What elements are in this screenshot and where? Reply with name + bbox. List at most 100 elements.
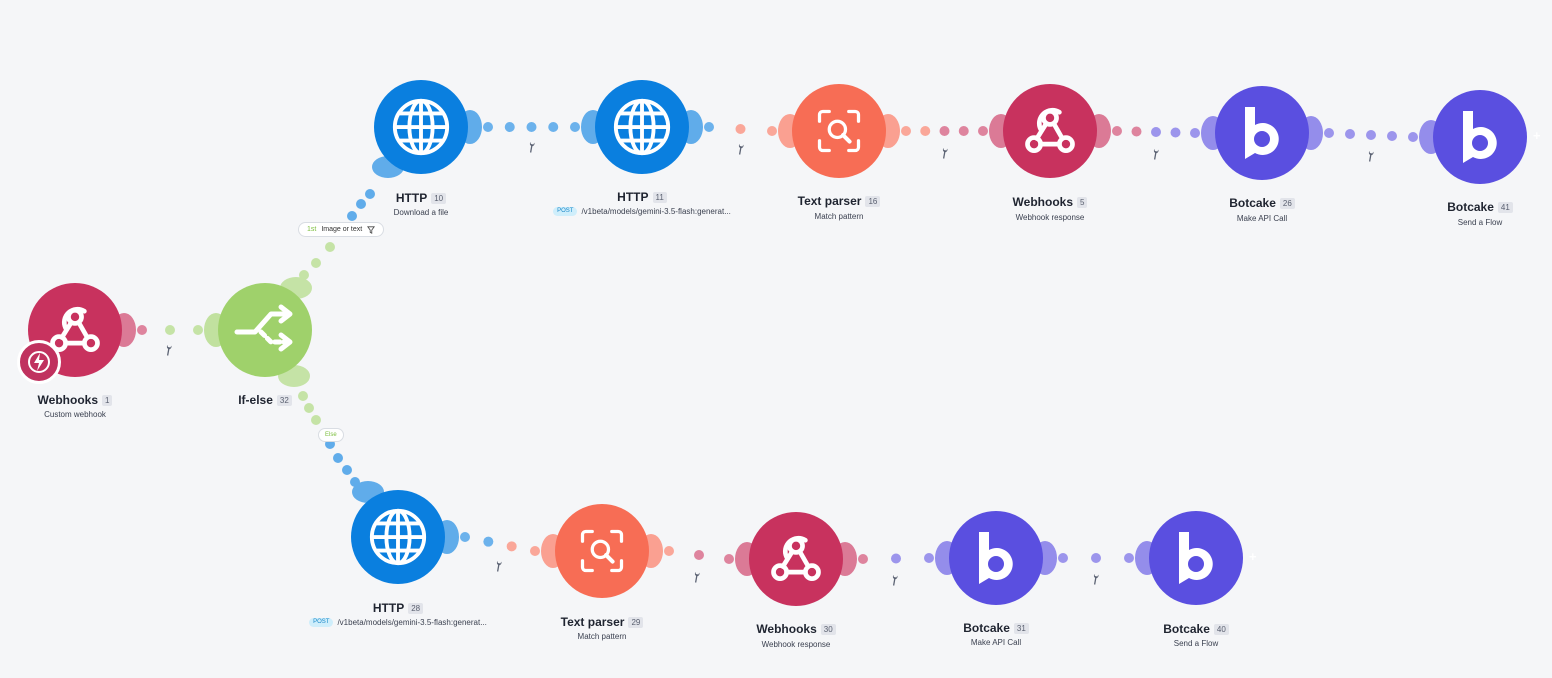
module-app-name: Text parser bbox=[797, 194, 862, 208]
webhook-icon bbox=[1020, 101, 1080, 161]
connector-dot bbox=[978, 126, 988, 136]
webhook-icon bbox=[45, 300, 105, 360]
connector-dot bbox=[735, 124, 746, 134]
connector-dot bbox=[958, 126, 969, 136]
module-action-text: Download a file bbox=[393, 208, 449, 217]
module-action-text: Custom webhook bbox=[44, 410, 106, 419]
connector-dot bbox=[299, 270, 309, 280]
module-action: Match pattern bbox=[719, 212, 959, 221]
module-action-text: Match pattern bbox=[577, 632, 627, 641]
funnel-icon bbox=[367, 225, 376, 234]
wrench-icon[interactable] bbox=[733, 141, 750, 159]
botcake-icon bbox=[969, 528, 1023, 588]
module-id-badge: 29 bbox=[628, 616, 644, 628]
module-action: Download a file bbox=[301, 208, 541, 217]
else-route-label[interactable]: Else bbox=[318, 428, 344, 442]
connector-dot bbox=[165, 325, 175, 335]
add-module-button[interactable]: + bbox=[1533, 128, 1541, 143]
module-action: Custom webhook bbox=[0, 410, 195, 419]
connector-dot bbox=[1058, 553, 1068, 563]
connector-dot bbox=[365, 189, 375, 199]
text-parser-icon bbox=[576, 525, 628, 577]
connector-dot bbox=[704, 122, 714, 132]
connector-dot bbox=[342, 465, 352, 475]
webhook-icon bbox=[766, 529, 826, 589]
module-circle[interactable] bbox=[218, 283, 312, 377]
wrench-icon[interactable] bbox=[887, 572, 904, 590]
module-action: POST/v1beta/models/gemini-3.5-flash:gene… bbox=[522, 207, 762, 216]
module-id-badge: 40 bbox=[1213, 623, 1229, 635]
connector-dot bbox=[311, 415, 321, 425]
connector-dot bbox=[356, 199, 366, 209]
connector-dot bbox=[570, 122, 580, 132]
module-action: POST/v1beta/models/gemini-3.5-flash:gene… bbox=[278, 618, 518, 627]
module-id-badge: 11 bbox=[652, 191, 667, 203]
module-app-name: Webhooks bbox=[1012, 195, 1073, 209]
module-id-badge: 26 bbox=[1279, 197, 1295, 209]
module-app-name: HTTP bbox=[617, 190, 649, 204]
connector-dot bbox=[350, 477, 360, 487]
module-circle[interactable] bbox=[1149, 511, 1243, 605]
wrench-icon[interactable] bbox=[161, 342, 178, 360]
connector-dot bbox=[1190, 128, 1200, 138]
wrench-icon[interactable] bbox=[689, 569, 706, 587]
wrench-icon[interactable] bbox=[1148, 146, 1165, 164]
instant-trigger-icon bbox=[17, 340, 61, 384]
connector-dot bbox=[1170, 127, 1181, 138]
module-action-text: Send a Flow bbox=[1457, 218, 1503, 227]
add-module-button[interactable]: + bbox=[1249, 549, 1257, 564]
module-circle[interactable] bbox=[595, 80, 689, 174]
module-id-badge: 32 bbox=[276, 394, 292, 406]
route-order: 1st bbox=[307, 226, 317, 233]
wrench-icon[interactable] bbox=[1363, 148, 1380, 166]
module-action: Make API Call bbox=[1142, 214, 1382, 223]
wrench-icon[interactable] bbox=[937, 145, 954, 163]
connector-dot bbox=[1091, 553, 1101, 563]
wrench-icon[interactable] bbox=[1088, 571, 1105, 589]
module-circle[interactable] bbox=[1215, 86, 1309, 180]
globe-icon bbox=[367, 506, 429, 568]
botcake-icon bbox=[1169, 528, 1223, 588]
connector-dot bbox=[891, 553, 901, 564]
text-parser-icon bbox=[813, 105, 865, 157]
globe-icon bbox=[390, 96, 452, 158]
connector-dot bbox=[483, 536, 494, 547]
module-app-name: Webhooks bbox=[37, 393, 98, 407]
module-app-name: If-else bbox=[238, 393, 273, 407]
connector-dot bbox=[1345, 129, 1355, 139]
connector-dot bbox=[298, 391, 308, 401]
module-circle[interactable] bbox=[949, 511, 1043, 605]
module-circle[interactable] bbox=[555, 504, 649, 598]
module-action-text: Make API Call bbox=[1236, 214, 1288, 223]
globe-icon bbox=[611, 96, 673, 158]
module-action-text: /v1beta/models/gemini-3.5-flash:generat.… bbox=[581, 207, 731, 216]
module-circle[interactable] bbox=[351, 490, 445, 584]
module-circle[interactable] bbox=[792, 84, 886, 178]
wrench-icon[interactable] bbox=[524, 139, 541, 157]
connector-dot bbox=[506, 541, 517, 552]
module-circle[interactable] bbox=[1003, 84, 1097, 178]
module-action: Webhook response bbox=[930, 213, 1170, 222]
module-app-name: Text parser bbox=[560, 615, 625, 629]
connector-dot bbox=[724, 554, 734, 564]
module-action-text: Webhook response bbox=[1015, 213, 1085, 222]
connector-dot bbox=[311, 258, 321, 268]
module-circle[interactable] bbox=[374, 80, 468, 174]
connector-dot bbox=[530, 546, 540, 556]
module-circle[interactable] bbox=[749, 512, 843, 606]
connector-dot bbox=[483, 122, 493, 132]
route-filter-label[interactable]: 1st Image or text bbox=[298, 222, 385, 237]
http-method-badge: POST bbox=[553, 207, 578, 216]
module-app-name: Botcake bbox=[1163, 622, 1210, 636]
connector-dot bbox=[664, 546, 674, 556]
module-circle[interactable] bbox=[1433, 90, 1527, 184]
wrench-icon[interactable] bbox=[491, 558, 508, 576]
